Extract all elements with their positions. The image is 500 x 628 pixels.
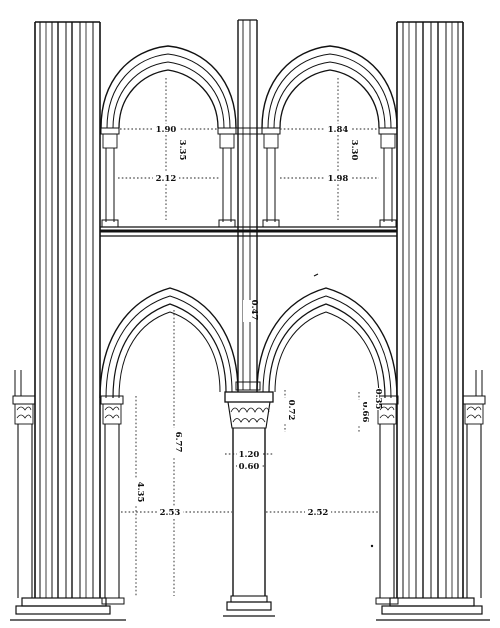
dim-upper-right-span: 1.84	[328, 125, 349, 135]
dim-upper-left-height: 3.35	[177, 140, 187, 161]
dim-lower-height: 6.77	[173, 432, 183, 453]
dim-lower-left-span: 2.53	[160, 508, 181, 518]
upper-left-arch	[100, 45, 237, 228]
lower-right-arch	[256, 287, 398, 399]
dim-capital-height-b: 0.66	[360, 402, 370, 423]
upper-gallery: 1.90 2.12 3.35 1.84 1.98 3.30	[100, 45, 398, 237]
dim-shaft-width: 0.47	[249, 300, 259, 321]
left-pier-base	[10, 597, 126, 621]
dim-capital-height-c: 0.35	[373, 389, 383, 410]
outer-right-column	[462, 370, 486, 598]
left-side-column	[100, 395, 125, 605]
lower-left-arch	[99, 287, 239, 399]
dim-lower-pier-height: 4.35	[135, 482, 145, 503]
central-column	[223, 381, 275, 617]
dim-upper-left-span: 1.90	[156, 125, 177, 135]
right-side-column	[375, 395, 399, 605]
right-tall-pier	[396, 21, 464, 598]
dim-upper-right-inner-span: 1.98	[328, 174, 349, 184]
central-shaft	[237, 19, 258, 390]
dim-capital-width: 1.20	[239, 450, 260, 460]
dim-capital-height-a: 0.72	[286, 400, 296, 421]
dim-upper-left-inner-span: 2.12	[156, 174, 177, 184]
dim-lower-right-span: 2.52	[308, 508, 329, 518]
upper-right-arch	[261, 45, 398, 228]
dim-upper-right-height: 3.30	[349, 140, 359, 161]
lower-arcade: 6.77 4.35 2.53 2.52 1.20 0.60 0.47 0.72 …	[10, 287, 490, 621]
outer-left-column	[12, 370, 36, 598]
dim-column-diameter: 0.60	[239, 462, 260, 472]
right-pier-base	[376, 597, 490, 621]
left-tall-pier	[34, 21, 101, 598]
